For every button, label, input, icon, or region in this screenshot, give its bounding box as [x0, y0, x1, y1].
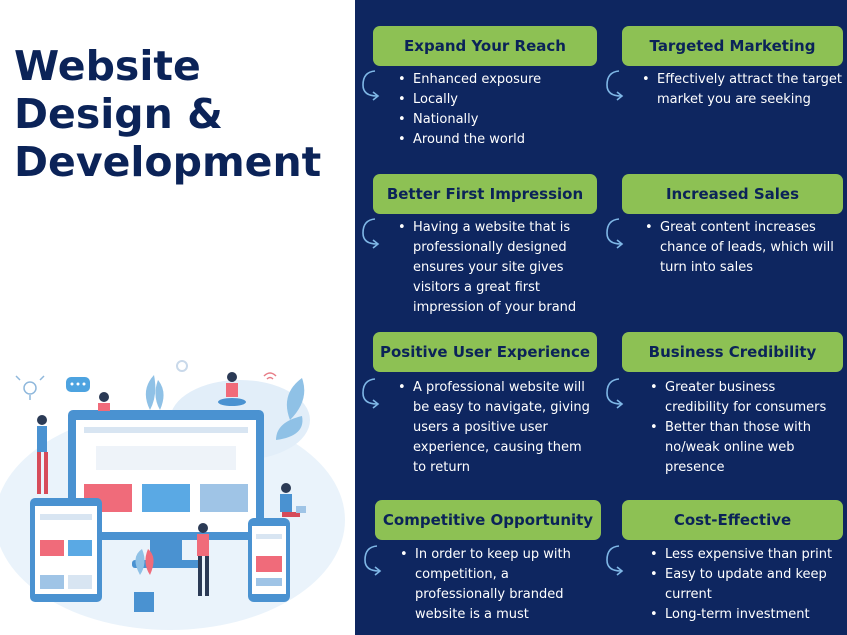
curved-arrow-icon [359, 216, 381, 250]
bullet-item: Enhanced exposure [398, 70, 598, 90]
bullet-item: Better than those with no/weak online we… [650, 418, 843, 478]
web-design-illustration [0, 360, 345, 630]
heading-business-credibility: Business Credibility [622, 332, 843, 372]
bullet-item: Less expensive than print [650, 545, 843, 565]
heading-increased-sales: Increased Sales [622, 174, 843, 214]
curved-arrow-icon [603, 68, 625, 102]
person-sitting-right [280, 483, 306, 517]
bullet-item: Around the world [398, 130, 598, 150]
heading-positive-user-experience: Positive User Experience [373, 332, 597, 372]
page-title: Website Design & Development [14, 42, 321, 186]
person-standing-left [37, 415, 48, 494]
curved-arrow-icon [603, 216, 625, 250]
heading-cost-effective: Cost-Effective [622, 500, 843, 540]
bullet-item: Greater business credibility for consume… [650, 378, 843, 418]
bullets-business-credibility: Greater business credibility for consume… [650, 378, 843, 478]
heading-expand-your-reach: Expand Your Reach [373, 26, 597, 66]
bullet-item: Locally [398, 90, 598, 110]
bullets-increased-sales: Great content increases chance of leads,… [645, 218, 835, 278]
monitor-graphic [68, 410, 264, 568]
bullets-expand-your-reach: Enhanced exposure Locally Nationally Aro… [398, 70, 598, 150]
title-line-1: Website [14, 42, 201, 90]
bullet-item: In order to keep up with competition, a … [400, 545, 600, 625]
bullets-positive-user-experience: A professional website will be easy to n… [398, 378, 598, 478]
bullet-item: Long-term investment [650, 605, 843, 625]
tablet-graphic [30, 498, 102, 602]
plant-decoration [145, 375, 305, 440]
person-with-board [197, 523, 209, 596]
potted-plant [134, 549, 154, 612]
heading-targeted-marketing: Targeted Marketing [622, 26, 843, 66]
heading-competitive-opportunity: Competitive Opportunity [375, 500, 601, 540]
curved-arrow-icon [361, 543, 383, 577]
bullet-item: Nationally [398, 110, 598, 130]
curved-arrow-icon [603, 543, 625, 577]
phone-graphic [248, 518, 290, 602]
bullets-better-first-impression: Having a website that is professionally … [398, 218, 598, 318]
left-panel: Website Design & Development [0, 0, 355, 635]
title-line-2: Design & [14, 90, 223, 138]
lightbulb-icon [15, 375, 45, 400]
bullets-targeted-marketing: Effectively attract the target market yo… [642, 70, 842, 110]
bullet-item: Effectively attract the target market yo… [642, 70, 842, 110]
person-top-small [98, 392, 110, 411]
bullets-cost-effective: Less expensive than print Easy to update… [650, 545, 843, 625]
title-line-3: Development [14, 138, 322, 186]
bullet-item: Having a website that is professionally … [398, 218, 598, 318]
chat-bubble-icon [66, 377, 90, 392]
bullet-item: A professional website will be easy to n… [398, 378, 598, 478]
benefits-panel: Expand Your Reach Enhanced exposure Loca… [355, 0, 847, 635]
bullet-item: Easy to update and keep current [650, 565, 843, 605]
wifi-icon [263, 372, 277, 380]
person-meditating [218, 372, 246, 406]
curved-arrow-icon [603, 376, 625, 410]
gear-icon [176, 360, 188, 372]
curved-arrow-icon [359, 68, 381, 102]
heading-better-first-impression: Better First Impression [373, 174, 597, 214]
bullets-competitive-opportunity: In order to keep up with competition, a … [400, 545, 600, 625]
bullet-item: Great content increases chance of leads,… [645, 218, 835, 278]
curved-arrow-icon [359, 376, 381, 410]
